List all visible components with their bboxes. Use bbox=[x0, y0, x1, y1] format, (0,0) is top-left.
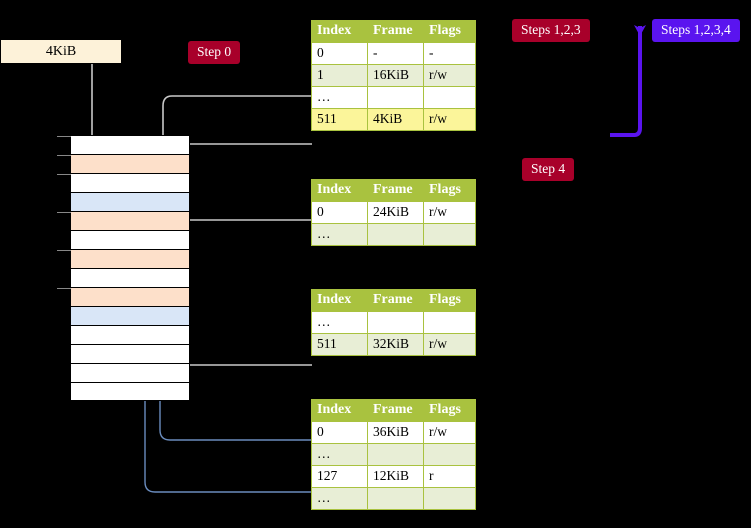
memory-frame-tick-1 bbox=[57, 155, 71, 156]
cell-flags: r bbox=[423, 465, 476, 488]
cell-frame bbox=[367, 86, 424, 109]
memory-frame-11 bbox=[70, 344, 190, 363]
cell-flags: r/w bbox=[423, 108, 476, 131]
memory-frame-tick-4 bbox=[57, 212, 71, 213]
cell-flags bbox=[423, 223, 476, 246]
cell-frame bbox=[367, 223, 424, 246]
cell-frame: 12KiB bbox=[367, 465, 424, 488]
cell-flags: r/w bbox=[423, 421, 476, 444]
physical-memory-column bbox=[57, 135, 190, 401]
cell-flags: r/w bbox=[423, 201, 476, 224]
memory-frame-12 bbox=[70, 363, 190, 382]
table-row: 0-- bbox=[311, 42, 476, 65]
column-header-index: Index bbox=[311, 20, 368, 43]
memory-frame-3 bbox=[70, 192, 190, 211]
table-row: … bbox=[311, 487, 476, 510]
cell-flags bbox=[423, 311, 476, 334]
cell-index: … bbox=[311, 443, 368, 466]
table-row: … bbox=[311, 223, 476, 246]
column-header-frame: Frame bbox=[367, 20, 424, 43]
arrow-pd-511-to-memory bbox=[179, 300, 312, 366]
cell-index: … bbox=[311, 311, 368, 334]
cell-frame: 36KiB bbox=[367, 421, 424, 444]
cell-index: … bbox=[311, 223, 368, 246]
cell-index: 511 bbox=[311, 108, 368, 131]
column-header-flags: Flags bbox=[423, 179, 476, 202]
cell-index: 127 bbox=[311, 465, 368, 488]
cell-frame: 24KiB bbox=[367, 201, 424, 224]
column-header-index: Index bbox=[311, 399, 368, 422]
memory-frame-tick-0 bbox=[57, 136, 71, 137]
column-header-frame: Frame bbox=[367, 399, 424, 422]
cell-flags bbox=[423, 86, 476, 109]
cell-frame: 32KiB bbox=[367, 333, 424, 356]
cell-flags bbox=[423, 487, 476, 510]
table-row: … bbox=[311, 86, 476, 109]
column-header-frame: Frame bbox=[367, 289, 424, 312]
memory-frame-4 bbox=[57, 211, 190, 230]
cell-index: 0 bbox=[311, 201, 368, 224]
cell-index: 0 bbox=[311, 421, 368, 444]
memory-frame-0 bbox=[57, 135, 190, 154]
table-row: … bbox=[311, 311, 476, 334]
memory-frame-2 bbox=[57, 173, 190, 192]
cell-index: 0 bbox=[311, 42, 368, 65]
steps-1234-badge: Steps 1,2,3,4 bbox=[652, 19, 740, 42]
memory-frame-8 bbox=[57, 287, 190, 306]
cell-flags: r/w bbox=[423, 333, 476, 356]
frame-size-label: 4KiB bbox=[45, 43, 77, 59]
cell-frame: - bbox=[367, 42, 424, 65]
memory-frame-7 bbox=[70, 268, 190, 287]
cell-frame: 16KiB bbox=[367, 64, 424, 87]
frame-size-box: 4KiB bbox=[0, 39, 122, 64]
table-row: … bbox=[311, 443, 476, 466]
column-header-flags: Flags bbox=[423, 399, 476, 422]
memory-frame-5 bbox=[70, 230, 190, 249]
memory-frame-tick-2 bbox=[57, 174, 71, 175]
memory-frame-tick-8 bbox=[57, 288, 71, 289]
column-header-flags: Flags bbox=[423, 20, 476, 43]
cell-flags: r/w bbox=[423, 64, 476, 87]
column-header-index: Index bbox=[311, 289, 368, 312]
step-0-badge: Step 0 bbox=[188, 41, 241, 64]
cell-flags: - bbox=[423, 42, 476, 65]
memory-frame-6 bbox=[57, 249, 190, 268]
memory-frame-9 bbox=[70, 306, 190, 325]
column-header-index: Index bbox=[311, 179, 368, 202]
step-4-badge: Step 4 bbox=[522, 158, 575, 181]
column-header-frame: Frame bbox=[367, 179, 424, 202]
cell-flags bbox=[423, 443, 476, 466]
cell-index: … bbox=[311, 487, 368, 510]
column-header-flags: Flags bbox=[423, 289, 476, 312]
cell-frame bbox=[367, 487, 424, 510]
cell-index: 1 bbox=[311, 64, 368, 87]
steps-123-badge: Steps 1,2,3 bbox=[512, 19, 590, 42]
memory-frame-13 bbox=[70, 382, 190, 401]
cell-index: … bbox=[311, 86, 368, 109]
cell-frame: 4KiB bbox=[367, 108, 424, 131]
memory-frame-tick-6 bbox=[57, 250, 71, 251]
cell-index: 511 bbox=[311, 333, 368, 356]
cell-frame bbox=[367, 311, 424, 334]
cell-frame bbox=[367, 443, 424, 466]
memory-frame-10 bbox=[70, 325, 190, 344]
arrow-pdpt-0-to-memory bbox=[174, 219, 312, 254]
memory-frame-1 bbox=[57, 154, 190, 173]
arrow-steps-1234-loop bbox=[610, 25, 646, 137]
